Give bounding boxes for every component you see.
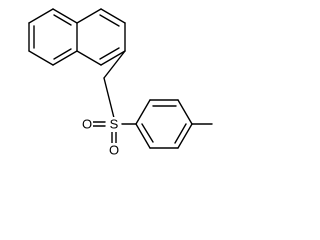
- bond: [177, 99, 193, 125]
- sulfur-atom-label: S: [110, 117, 119, 132]
- bond: [76, 8, 102, 24]
- bond: [52, 50, 78, 66]
- label-background: [108, 117, 120, 132]
- bond: [103, 77, 115, 119]
- bond: [135, 99, 151, 125]
- label-background: [81, 117, 93, 132]
- bond: [103, 50, 126, 79]
- sulfonyl-bonds: [90, 121, 137, 145]
- double-bond-inner: [99, 47, 120, 60]
- double-bond-inner: [53, 48, 72, 60]
- bond: [28, 50, 54, 66]
- atom-labels: S O O: [81, 117, 120, 158]
- bond: [76, 50, 102, 66]
- bond: [28, 8, 54, 24]
- double-bond-inner: [99, 14, 120, 27]
- naphthalene-ring-system: [28, 8, 126, 66]
- bond: [177, 123, 193, 149]
- bond: [135, 123, 151, 149]
- double-bond-inner: [174, 123, 187, 144]
- methylene-linker: [103, 50, 126, 119]
- double-bond-inner: [141, 123, 154, 143]
- tolyl-ring: [135, 99, 213, 149]
- bond: [100, 8, 126, 24]
- chemical-structure-diagram: S O O: [28, 8, 213, 158]
- bond: [100, 50, 126, 66]
- label-background: [108, 143, 120, 158]
- oxygen-atom-label-left: O: [82, 117, 92, 132]
- double-bond-inner: [53, 14, 72, 26]
- bond: [52, 8, 78, 24]
- oxygen-atom-label-bottom: O: [109, 143, 119, 158]
